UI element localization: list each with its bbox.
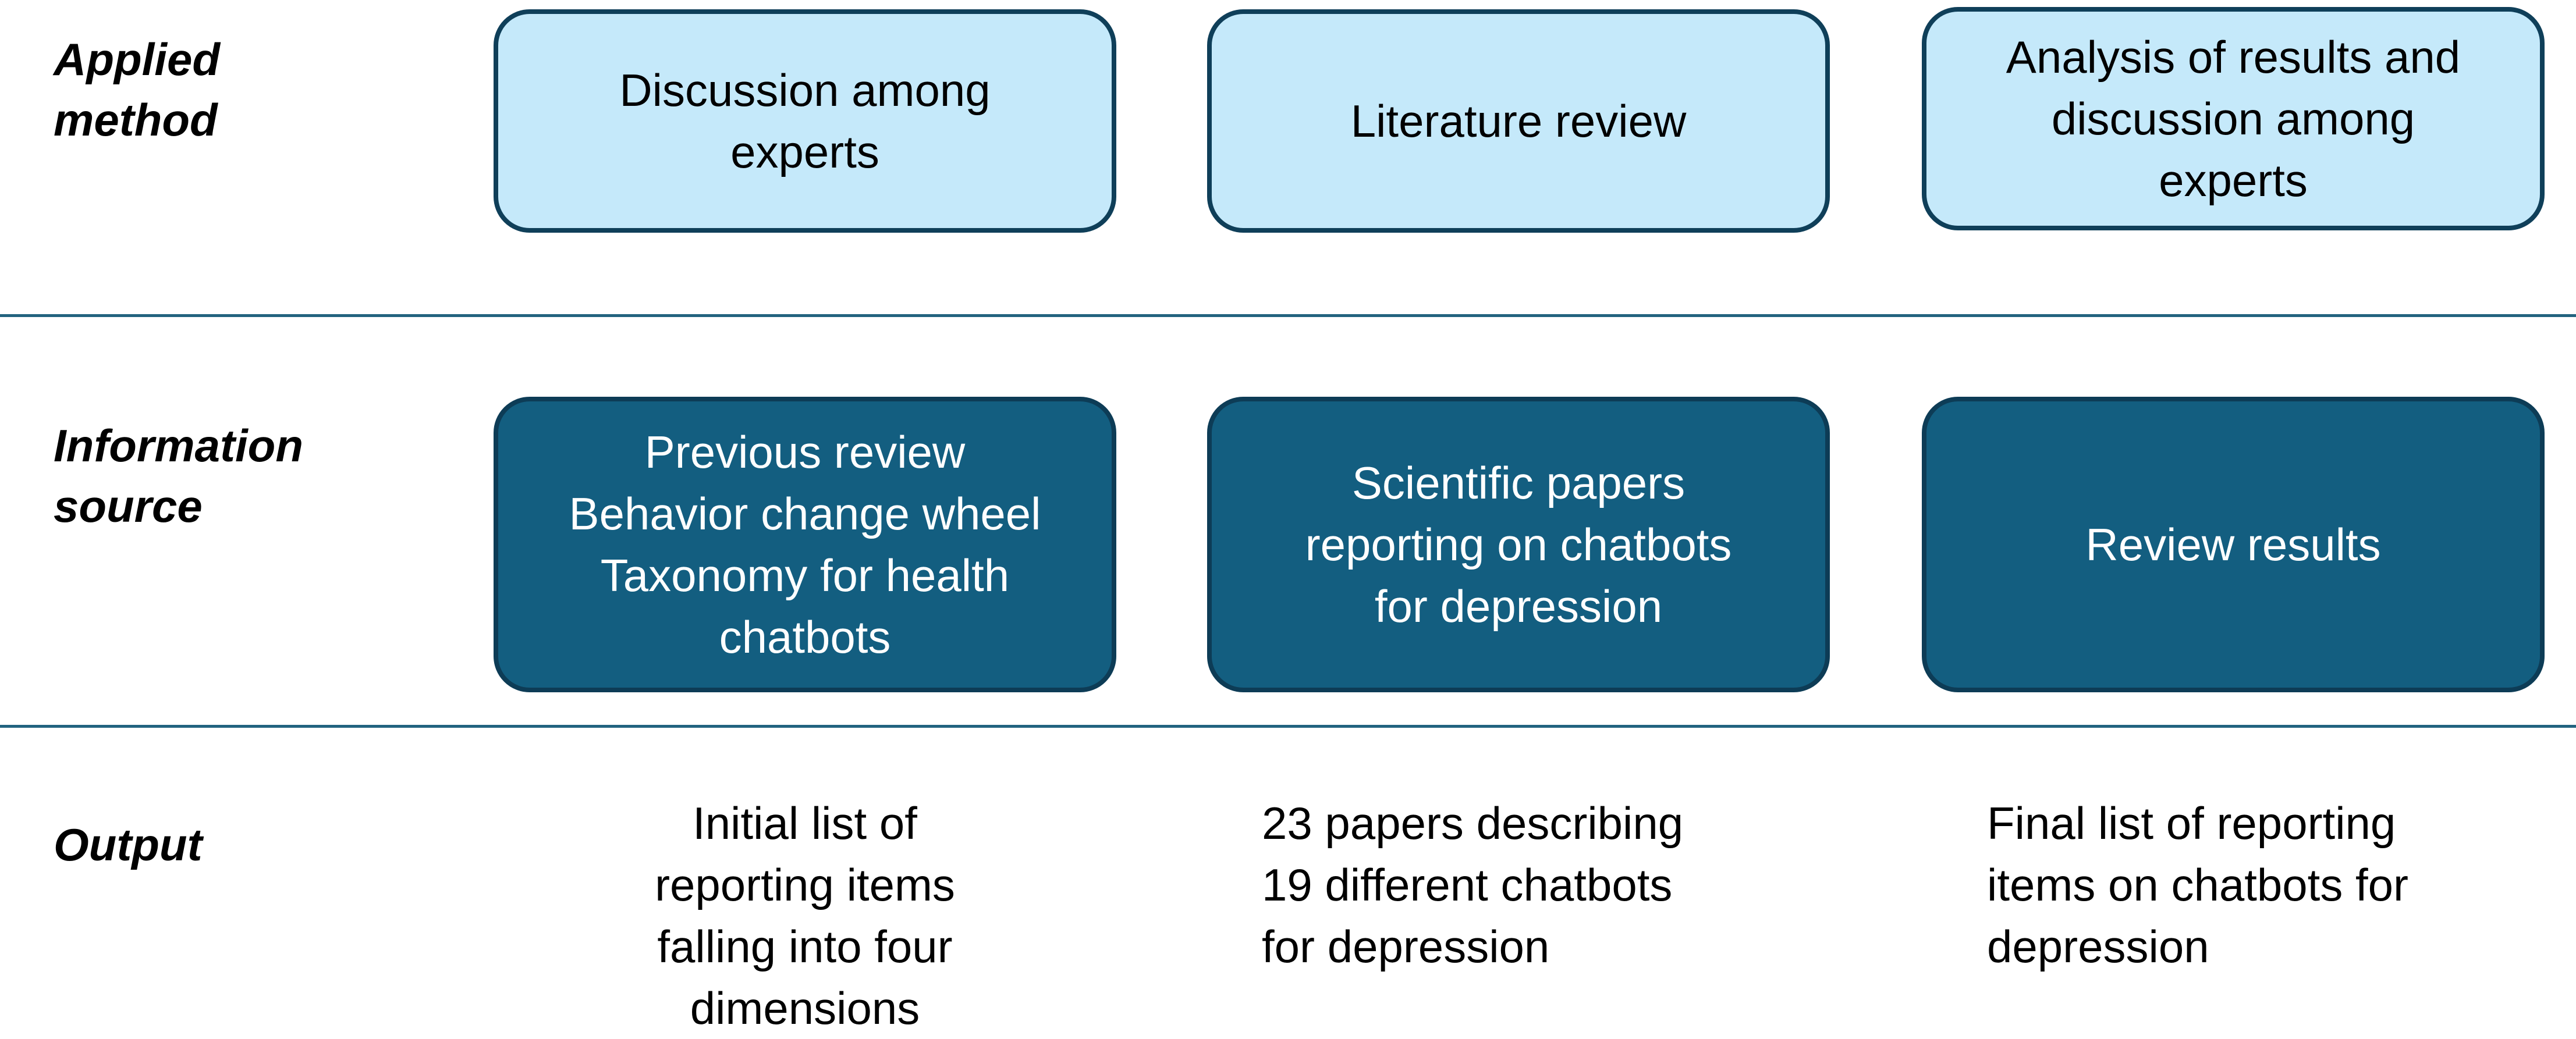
- output-line: Initial list of: [693, 798, 917, 849]
- box-line: Scientific papers: [1351, 457, 1686, 508]
- output-line: reporting items: [655, 859, 955, 910]
- box-line: Literature review: [1350, 95, 1687, 147]
- method-box-literature-review: Literature review: [1207, 9, 1830, 233]
- box-line: Discussion among: [619, 65, 991, 116]
- source-box-review-results: Review results: [1922, 397, 2545, 692]
- box-line: chatbots: [719, 611, 891, 663]
- row-label-output: Output: [54, 814, 203, 875]
- box-line: for depression: [1374, 581, 1663, 632]
- box-line: Analysis of results and: [2006, 31, 2461, 83]
- row-label-line: method: [54, 94, 218, 145]
- source-box-scientific-papers: Scientific papers reporting on chatbots …: [1207, 397, 1830, 692]
- row-label-line: source: [54, 481, 203, 532]
- row-label-line: Information: [54, 420, 303, 471]
- box-line: reporting on chatbots: [1305, 519, 1732, 570]
- output-line: items on chatbots for: [1987, 859, 2409, 910]
- output-line: 23 papers describing: [1262, 798, 1684, 849]
- box-line: Taxonomy for health: [600, 550, 1010, 601]
- row-label-line: Output: [54, 819, 203, 870]
- method-box-analysis: Analysis of results and discussion among…: [1922, 7, 2545, 230]
- box-line: Behavior change wheel: [569, 488, 1041, 539]
- output-line: 19 different chatbots: [1262, 859, 1673, 910]
- box-line: discussion among: [2051, 93, 2415, 144]
- output-text-papers: 23 papers describing 19 different chatbo…: [1262, 792, 1821, 977]
- output-text-initial-list: Initial list of reporting items falling …: [494, 792, 1116, 1039]
- box-line: Previous review: [644, 426, 966, 478]
- box-line: Review results: [2085, 519, 2381, 570]
- row-label-applied-method: Applied method: [54, 29, 220, 150]
- output-line: falling into four: [657, 921, 953, 972]
- row-label-line: Applied: [54, 34, 220, 85]
- box-line: experts: [2159, 155, 2308, 206]
- method-box-discussion: Discussion among experts: [494, 9, 1116, 233]
- divider-top: [0, 314, 2576, 317]
- source-box-previous-review: Previous review Behavior change wheel Ta…: [494, 397, 1116, 692]
- box-line: experts: [730, 126, 879, 177]
- output-line: for depression: [1262, 921, 1550, 972]
- row-label-information-source: Information source: [54, 415, 303, 536]
- divider-bottom: [0, 725, 2576, 728]
- output-line: Final list of reporting: [1987, 798, 2396, 849]
- output-line: dimensions: [690, 983, 920, 1034]
- output-text-final-list: Final list of reporting items on chatbot…: [1987, 792, 2557, 977]
- output-line: depression: [1987, 921, 2209, 972]
